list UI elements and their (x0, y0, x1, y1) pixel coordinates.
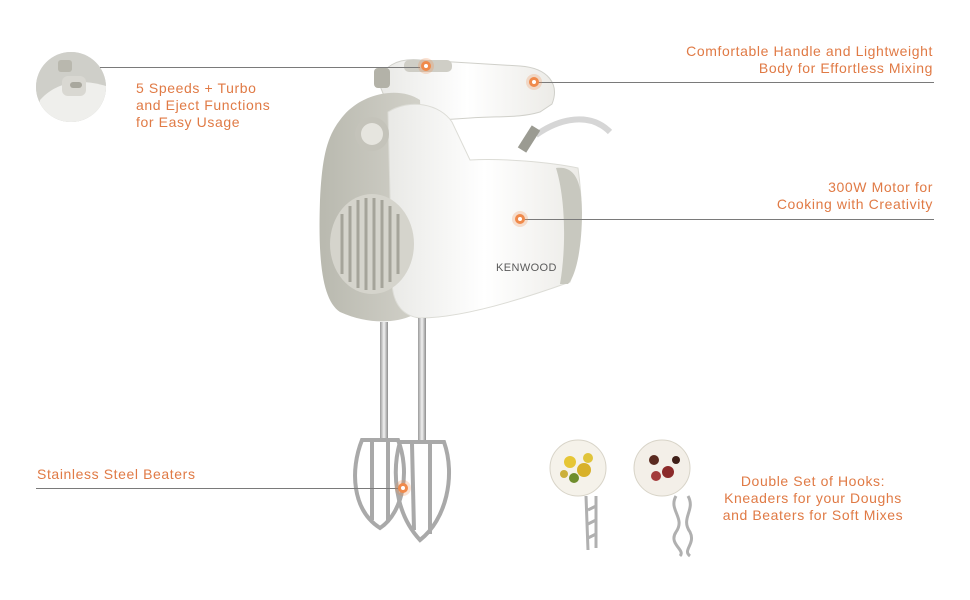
speeds-callout-line-3: for Easy Usage (136, 114, 241, 130)
motor-callout-rule (520, 219, 934, 220)
beaters-callout-dot (398, 483, 408, 493)
handle-callout-line-2: Body for Effortless Mixing (758, 60, 933, 76)
motor-callout: 300W Motor for Cooking with Creativity (777, 179, 933, 213)
beaters-callout: Stainless Steel Beaters (37, 466, 196, 483)
dessert-bowl-image (633, 439, 693, 558)
beaters-callout-line-1: Stainless Steel Beaters (37, 466, 196, 482)
beaters-callout-rule (36, 488, 404, 489)
motor-callout-dot (515, 214, 525, 224)
speeds-callout-dot (421, 61, 431, 71)
beater-wires (353, 438, 452, 543)
beater-stem-right (418, 318, 426, 442)
speeds-callout-line-1: 5 Speeds + Turbo (136, 80, 257, 96)
hooks-callout-line-3: and Beaters for Soft Mixes (722, 507, 904, 523)
cord-guard (517, 125, 541, 153)
hooks-callout-line-1: Double Set of Hooks: (740, 473, 886, 489)
hooks-callout-line-2: Kneaders for your Doughs (724, 490, 902, 506)
motor-housing (387, 103, 582, 319)
front-cap (556, 167, 582, 284)
speeds-callout: 5 Speeds + Turbo and Eject Functions for… (136, 80, 270, 131)
motor-callout-line-1: 300W Motor for (828, 179, 933, 195)
handle-callout-line-1: Comfortable Handle and Lightweight (686, 43, 933, 59)
eject-button (374, 68, 390, 88)
handle-callout-rule (534, 82, 934, 83)
speeds-callout-rule (100, 67, 420, 68)
speed-switch-closeup-image (36, 52, 106, 122)
salad-bowl-image (549, 439, 607, 551)
handle-callout: Comfortable Handle and Lightweight Body … (686, 43, 933, 77)
hooks-callout: Double Set of Hooks: Kneaders for your D… (718, 473, 908, 524)
switch-detail-thumbnail (36, 52, 106, 122)
handle-callout-dot (529, 77, 539, 87)
brand-label: KENWOOD (496, 262, 557, 274)
speeds-callout-line-2: and Eject Functions (136, 97, 271, 113)
motor-callout-line-2: Cooking with Creativity (776, 196, 933, 212)
turbo-button (361, 123, 383, 145)
beater-stem-left (380, 322, 388, 442)
air-vent-grille (330, 194, 414, 294)
power-cord (534, 116, 613, 138)
